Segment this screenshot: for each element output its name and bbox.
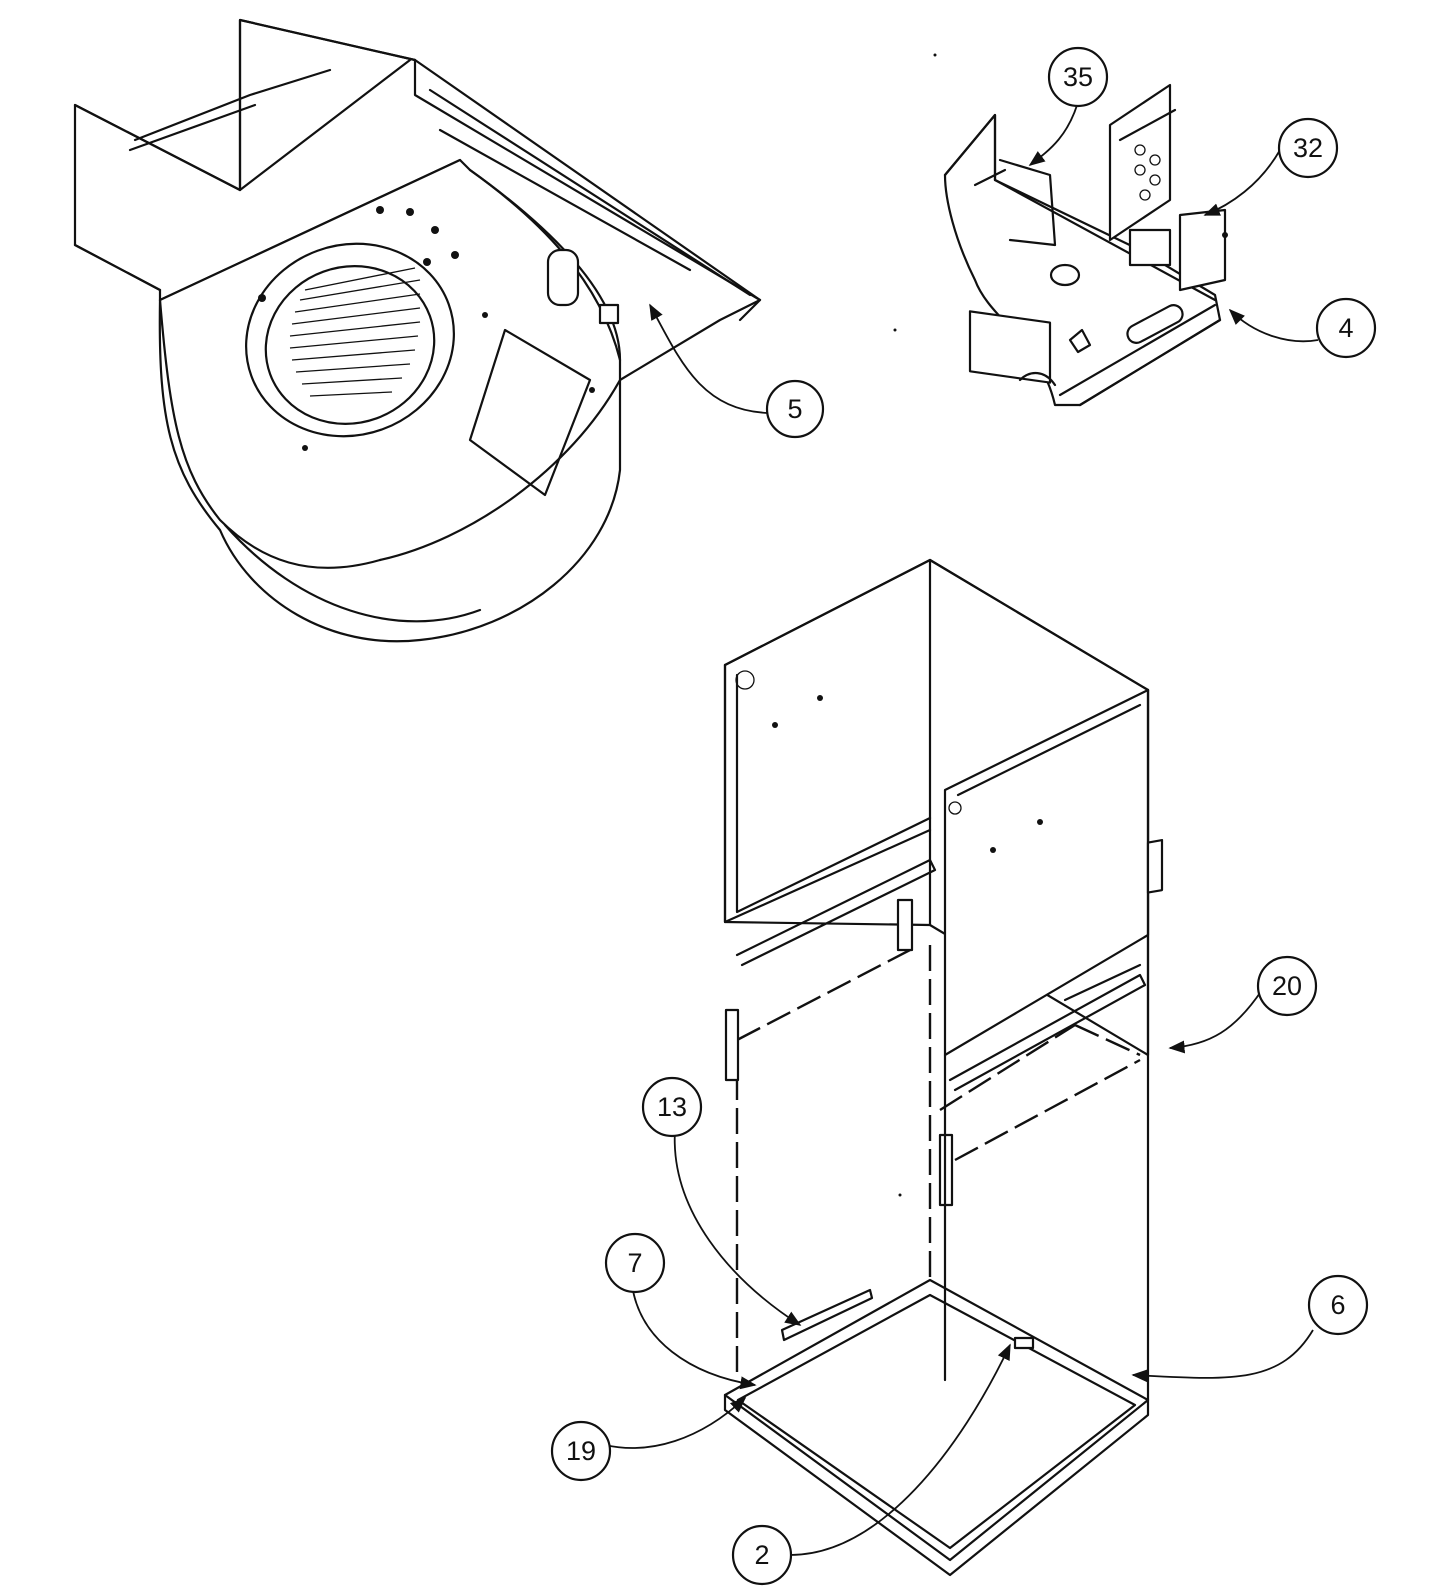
callout-13: 13 xyxy=(641,1076,703,1138)
callout-6-label: 6 xyxy=(1330,1290,1345,1320)
callout-7: 7 xyxy=(604,1232,666,1294)
callout-20: 20 xyxy=(1256,955,1318,1017)
callout-13-label: 13 xyxy=(657,1092,687,1122)
cabinet-assembly xyxy=(723,558,1164,1577)
callout-6: 6 xyxy=(1307,1274,1369,1336)
callout-4: 4 xyxy=(1315,297,1377,359)
callout-2: 2 xyxy=(731,1524,793,1586)
callout-19: 19 xyxy=(550,1420,612,1482)
callout-32-label: 32 xyxy=(1293,133,1323,163)
control-box xyxy=(943,83,1228,407)
callout-5: 5 xyxy=(765,379,825,439)
callout-35-label: 35 xyxy=(1063,62,1093,92)
callout-2-label: 2 xyxy=(754,1540,769,1570)
callout-32: 32 xyxy=(1277,117,1339,179)
blower-assembly xyxy=(73,18,762,643)
callout-7-label: 7 xyxy=(627,1248,642,1278)
blower-wheel xyxy=(289,267,421,397)
callout-4-label: 4 xyxy=(1338,313,1353,343)
callout-5-label: 5 xyxy=(787,394,802,424)
callout-20-label: 20 xyxy=(1272,971,1302,1001)
callout-19-label: 19 xyxy=(566,1436,596,1466)
callout-35: 35 xyxy=(1047,46,1109,108)
